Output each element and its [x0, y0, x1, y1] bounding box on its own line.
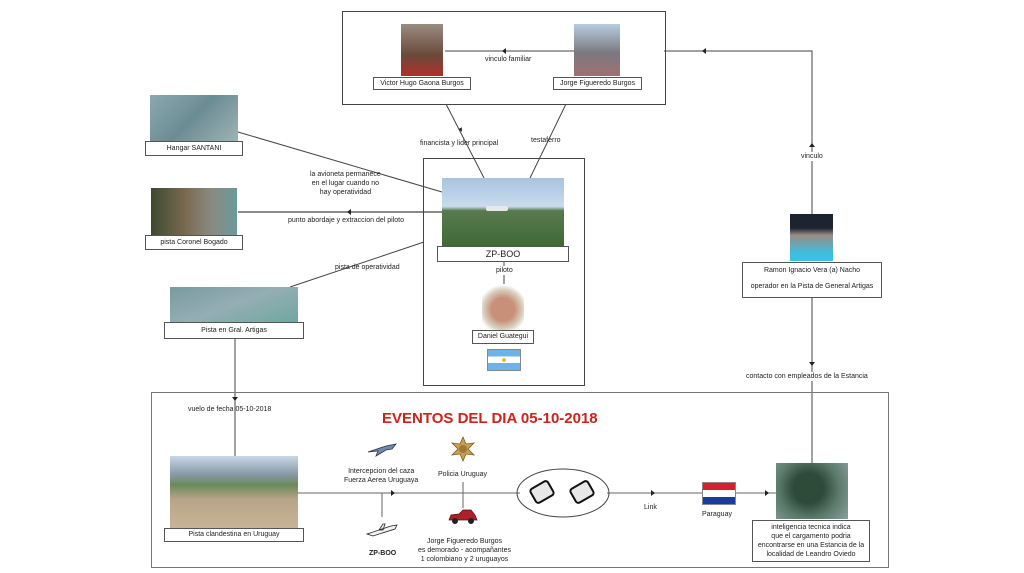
label-strip[interactable]: Pista clandestina en Uruguay: [164, 528, 304, 542]
detained-label: Jorge Figueredo Burgos es demorado - aco…: [418, 538, 511, 563]
photo-victor[interactable]: [401, 24, 443, 76]
sheriff-star-icon: [450, 435, 476, 463]
link-label-pilot: piloto: [496, 266, 513, 275]
plane-box: [423, 158, 585, 386]
link-label-link: Link: [644, 504, 657, 511]
link-label-coronel: punto abordaje y extraccion del piloto: [288, 217, 404, 224]
link-label-flight: vuelo de fecha 05-10-2018: [188, 406, 272, 413]
link-label-financista: financista y lider principal: [420, 140, 499, 147]
photo-strip[interactable]: [170, 456, 298, 528]
photo-pilot[interactable]: [482, 284, 524, 330]
link-label-vinculo: vinculo: [801, 152, 823, 161]
label-plane[interactable]: ZP-BOO: [437, 246, 569, 262]
link-financista: [445, 103, 485, 179]
label-nacho[interactable]: Ramon Ignacio Vera (a) Nacho operador en…: [742, 262, 882, 298]
package-icon: [528, 480, 556, 504]
events-title: EVENTOS DEL DIA 05-10-2018: [382, 410, 598, 427]
intercept-label: Intercepcion del caza Fuerza Aerea Urugu…: [344, 468, 419, 484]
link-label-vinculo-familiar: vinculo familiar: [485, 56, 532, 63]
argentina-flag-icon: [487, 349, 521, 371]
label-jorge[interactable]: Jorge Figueredo Burgos: [553, 77, 642, 90]
link-testaferro: [529, 103, 567, 179]
photo-artigas[interactable]: [170, 287, 298, 322]
small-plane-icon: [365, 522, 399, 538]
link-vinculo: [664, 50, 813, 214]
events-box: [151, 392, 889, 568]
photo-coronel[interactable]: [151, 188, 237, 235]
label-hangar[interactable]: Hangar SANTANI: [145, 141, 243, 156]
photo-hangar[interactable]: [150, 95, 238, 141]
package-icon: [568, 480, 596, 504]
police-label: Policia Uruguay: [438, 471, 488, 478]
label-artigas[interactable]: Pista en Gral. Artigas: [164, 322, 304, 339]
photo-jorge[interactable]: [574, 24, 620, 76]
link-artigas: [289, 241, 425, 288]
fighter-jet-icon: [366, 440, 398, 458]
link-label-contact: contacto con empleados de la Estancia: [746, 372, 868, 381]
link-label-testaferro: testaferro: [531, 137, 561, 144]
red-car-icon: [447, 509, 479, 525]
photo-nacho[interactable]: [790, 214, 833, 261]
photo-estancia[interactable]: [776, 463, 848, 519]
label-intel[interactable]: inteligencia tecnica indica que el carga…: [752, 520, 870, 562]
link-label-hangar: la avioneta permanece en el lugar cuando…: [310, 171, 381, 196]
packages-group: [516, 468, 610, 518]
paraguay-flag-icon: [702, 482, 736, 505]
photo-plane[interactable]: [442, 178, 564, 246]
label-coronel[interactable]: pista Coronel Bogado: [145, 235, 243, 250]
events-plane-label: ZP-BOO: [369, 550, 397, 557]
link-label-artigas: pista de operatividad: [335, 264, 400, 271]
link-hangar: [237, 131, 443, 193]
paraguay-label: Paraguay: [702, 511, 732, 518]
label-victor[interactable]: Victor Hugo Gaona Burgos: [373, 77, 471, 90]
label-pilot[interactable]: Daniel Guategui: [472, 330, 534, 344]
top-group-box: [342, 11, 666, 105]
